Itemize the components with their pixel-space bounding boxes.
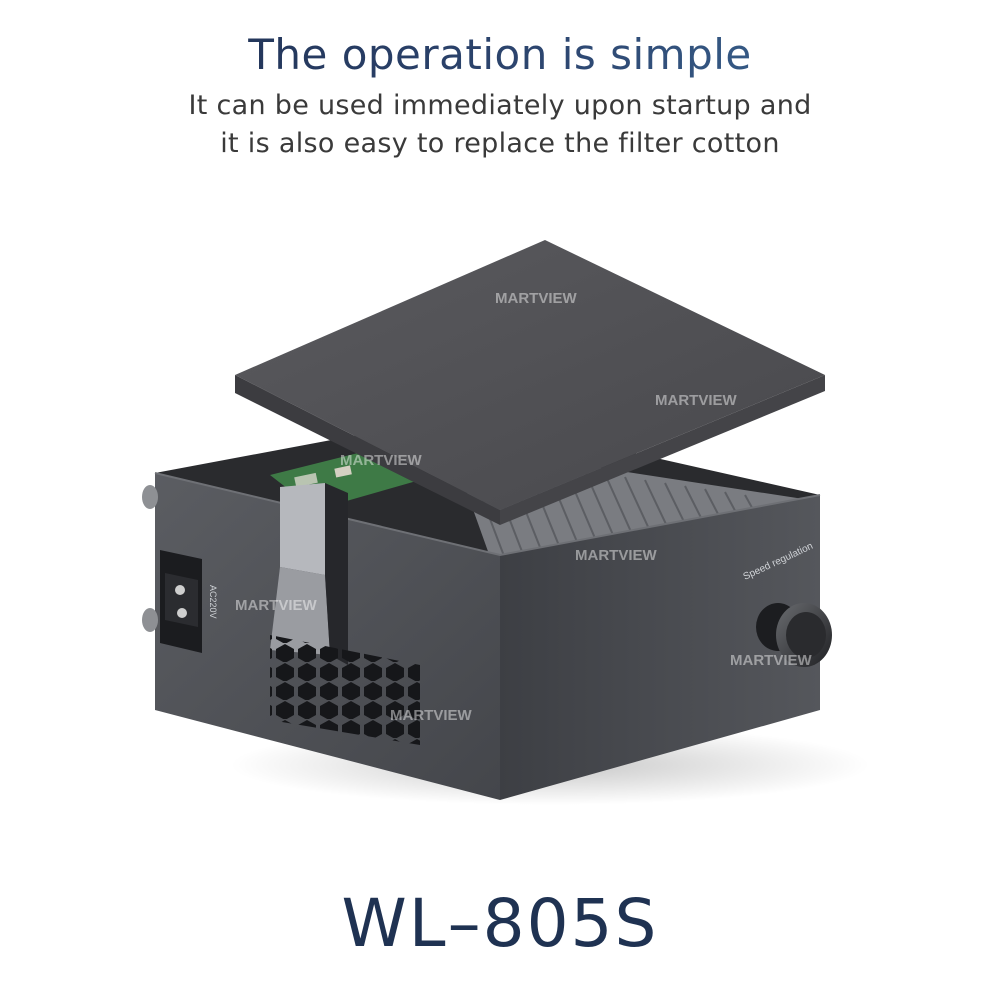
power-socket[interactable]	[160, 550, 202, 653]
model-name: WL–805S	[341, 885, 659, 962]
watermark: MARTVIEW	[390, 707, 473, 724]
fume-extractor-image: AC220V Speed regulation	[142, 240, 870, 805]
watermark: MARTVIEW	[235, 597, 318, 614]
subtitle-line-1: It can be used immediately upon startup …	[188, 90, 812, 121]
filter-cotton[interactable]	[235, 240, 825, 525]
hex-vent	[270, 635, 420, 745]
watermark-group: MARTVIEW MARTVIEW MARTVIEW MARTVIEW MART…	[235, 290, 813, 724]
product-illustration: AC220V Speed regulation	[120, 225, 880, 825]
watermark: MARTVIEW	[495, 290, 578, 307]
side-panel	[500, 495, 820, 800]
speed-knob[interactable]	[756, 603, 832, 667]
subtitle-line-2: it is also easy to replace the filter co…	[220, 128, 780, 159]
watermark: MARTVIEW	[575, 547, 658, 564]
watermark: MARTVIEW	[340, 452, 423, 469]
headline: The operation is simple	[0, 30, 1000, 79]
watermark: MARTVIEW	[730, 652, 813, 669]
filter-clip[interactable]	[270, 483, 348, 665]
socket-label: AC220V	[208, 585, 218, 619]
watermark: MARTVIEW	[655, 392, 738, 409]
